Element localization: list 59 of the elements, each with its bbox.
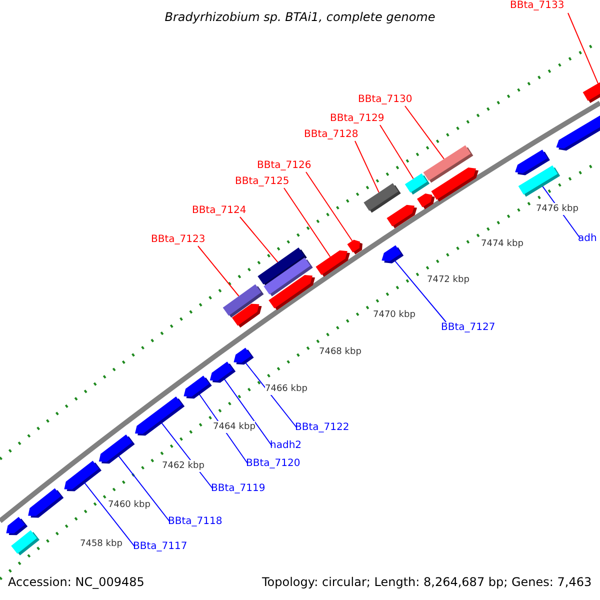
gene-block [316, 250, 350, 277]
position-label: 7474 kbp [481, 238, 524, 250]
position-label: 7458 kbp [80, 538, 122, 550]
gene-label: BBta_7123 [151, 234, 206, 246]
gene-block [11, 530, 40, 556]
gene-label: BBta_7124 [192, 205, 246, 217]
leader-line [354, 140, 380, 193]
position-label: 7460 kbp [108, 499, 150, 511]
genome-summary: Topology: circular; Length: 8,264,687 bp; Genes: 7,463 [262, 575, 592, 589]
title: Bradyrhizobium sp. BTAi1, complete genome [164, 10, 436, 24]
position-label: 7466 kbp [265, 383, 308, 395]
gene-label: BBta_7122 [295, 422, 350, 434]
gene-label: hadh2 [270, 440, 302, 452]
gene-label: adh [578, 233, 597, 245]
gene-block [28, 488, 64, 518]
position-label: 7470 kbp [373, 309, 416, 321]
gene-block [210, 362, 236, 383]
leader-line [222, 376, 272, 446]
gene-block [404, 173, 430, 195]
gene-block [6, 516, 28, 536]
gene-label: BBta_7118 [168, 516, 222, 528]
gene-block [268, 275, 316, 310]
leader-line [568, 12, 599, 84]
position-label: 7472 kbp [427, 274, 470, 286]
gene-label: BBta_7126 [257, 160, 312, 172]
leader-line [306, 172, 353, 242]
gene-label: BBta_7130 [358, 94, 412, 106]
leader-line [284, 188, 331, 258]
gene-block [64, 460, 102, 492]
gene-block [347, 240, 362, 254]
gene-label: BBta_7133 [510, 0, 564, 12]
gene-label: BBta_7128 [304, 129, 358, 141]
accession-note: Accession: NC_009485 [8, 575, 144, 589]
gene-label: BBta_7129 [330, 113, 384, 125]
gene-block [364, 183, 401, 213]
gene-block [382, 245, 404, 264]
position-label: 7462 kbp [162, 460, 204, 472]
gene-block [232, 304, 262, 328]
gene-block [416, 193, 435, 210]
gene-label: BBta_7120 [246, 458, 300, 470]
gene-block [518, 165, 560, 197]
leader-line [240, 216, 278, 263]
gene-label: BBta_7127 [441, 322, 496, 334]
gene-block [386, 204, 417, 228]
position-label: 7468 kbp [319, 346, 362, 358]
gene-block [234, 348, 254, 365]
gene-block [431, 168, 479, 202]
gene-block [184, 376, 212, 399]
gene-block [98, 434, 135, 464]
leader-line [116, 453, 170, 522]
leader-line [404, 106, 445, 160]
gene-block [134, 396, 185, 436]
gene-label: BBta_7125 [235, 176, 290, 188]
position-label: 7476 kbp [536, 203, 578, 215]
gene-label: BBta_7119 [211, 483, 266, 495]
position-label: 7464 kbp [213, 421, 256, 433]
gene-label: BBta_7117 [133, 541, 188, 553]
leader-line [198, 246, 240, 297]
leader-line [380, 124, 414, 180]
